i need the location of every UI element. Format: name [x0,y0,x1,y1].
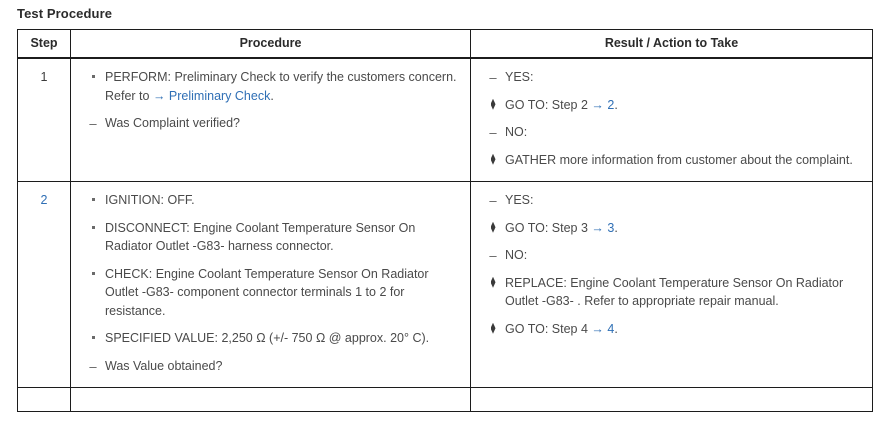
procedure-text: CHECK: Engine Coolant Temperature Sensor… [105,266,429,318]
result-text: NO: [505,125,528,139]
result-item: GO TO: Step 4 → 4. [477,320,866,339]
right-arrow-icon: → [152,88,169,103]
result-item: YES: [477,191,866,210]
table-row: 1 PERFORM: Preliminary Check to verify th… [17,57,873,182]
result-item: GATHER more information from customer ab… [477,151,866,170]
lozenge-bullet-icon [485,219,501,238]
procedure-cell: PERFORM: Preliminary Check to verify the… [70,57,471,182]
result-item: REPLACE: Engine Coolant Temperature Sens… [477,274,866,311]
table-header: Step Procedure Result / Action to Take [17,29,873,59]
procedure-item: CHECK: Engine Coolant Temperature Sensor… [77,265,464,321]
procedure-item: Was Value obtained? [77,357,464,376]
lozenge-bullet-icon [485,96,501,115]
lozenge-bullet-icon [485,274,501,293]
result-cell [470,387,873,412]
procedure-text: . [270,88,274,103]
result-item: GO TO: Step 2 → 2. [477,96,866,115]
procedure-text: PERFORM: Preliminary Check to verify the… [105,70,457,103]
table-row [17,387,873,412]
procedure-text: SPECIFIED VALUE: 2,250 Ω (+/- 750 Ω @ ap… [105,331,430,345]
procedure-text: IGNITION: OFF. [105,193,195,207]
result-text: YES: [505,193,534,207]
procedure-list: PERFORM: Preliminary Check to verify the… [77,68,464,133]
procedure-item: SPECIFIED VALUE: 2,250 Ω (+/- 750 Ω @ ap… [77,329,464,348]
dash-bullet-icon [85,357,101,377]
procedure-text: Was Value obtained? [105,358,223,373]
result-cell: YES: GO TO: Step 3 → 3. NO: REPLACE: Engine… [470,181,873,388]
result-text: . [614,97,618,112]
test-procedure-table: Step Procedure Result / Action to Take 1… [17,29,873,412]
dash-bullet-icon [485,246,501,266]
result-text: NO: [505,248,528,262]
reference-link[interactable]: 3 [607,220,615,235]
result-item: NO: [477,246,866,265]
result-text: GO TO: Step 2 [505,97,592,112]
table-header-row: Step Procedure Result / Action to Take [17,29,873,59]
page-title: Test Procedure [17,6,113,21]
right-arrow-icon: → [591,321,608,336]
step-number[interactable]: 2 [17,181,71,388]
procedure-cell: IGNITION: OFF. DISCONNECT: Engine Coolant… [70,181,471,388]
procedure-item: PERFORM: Preliminary Check to verify the… [77,68,464,105]
lozenge-bullet-icon [485,320,501,339]
result-text: . [614,220,618,235]
result-text: . [614,321,618,336]
result-item: NO: [477,123,866,142]
procedure-item: DISCONNECT: Engine Coolant Temperature S… [77,219,464,256]
column-header-step: Step [17,29,71,59]
step-number [17,387,71,412]
procedure-cell [70,387,471,412]
dot-bullet-icon [85,191,101,210]
result-list: YES: GO TO: Step 2 → 2. NO: GATHER more inf… [477,68,866,169]
result-list: YES: GO TO: Step 3 → 3. NO: REPLACE: Engine… [477,191,866,338]
reference-link[interactable]: Preliminary Check [168,88,271,103]
result-text: GO TO: Step 3 [505,220,592,235]
dot-bullet-icon [85,219,101,238]
procedure-item: IGNITION: OFF. [77,191,464,210]
procedure-text: DISCONNECT: Engine Coolant Temperature S… [105,220,416,254]
procedure-item: Was Complaint verified? [77,114,464,133]
procedure-text: Was Complaint verified? [105,116,241,130]
right-arrow-icon: → [591,220,608,235]
result-text: GATHER more information from customer ab… [505,152,853,167]
result-text: REPLACE: Engine Coolant Temperature Sens… [505,275,844,309]
dash-bullet-icon [485,191,501,211]
step-number: 1 [17,57,71,182]
lozenge-bullet-icon [485,151,501,170]
right-arrow-icon: → [591,97,608,112]
procedure-list: IGNITION: OFF. DISCONNECT: Engine Coolant… [77,191,464,375]
result-cell: YES: GO TO: Step 2 → 2. NO: GATHER more inf… [470,57,873,182]
dot-bullet-icon [85,329,101,348]
column-header-procedure: Procedure [70,29,471,59]
result-text: YES: [505,70,534,84]
dash-bullet-icon [485,68,501,88]
table-body: 1 PERFORM: Preliminary Check to verify th… [17,57,873,412]
dot-bullet-icon [85,265,101,284]
reference-link[interactable]: 2 [607,97,615,112]
dash-bullet-icon [85,114,101,134]
column-header-result: Result / Action to Take [470,29,873,59]
reference-link[interactable]: 4 [607,321,615,336]
result-text: GO TO: Step 4 [505,321,592,336]
dash-bullet-icon [485,123,501,143]
result-item: GO TO: Step 3 → 3. [477,219,866,238]
dot-bullet-icon [85,68,101,87]
result-item: YES: [477,68,866,87]
table-row: 2 IGNITION: OFF. DISCONNECT: Engine Coolan… [17,181,873,388]
